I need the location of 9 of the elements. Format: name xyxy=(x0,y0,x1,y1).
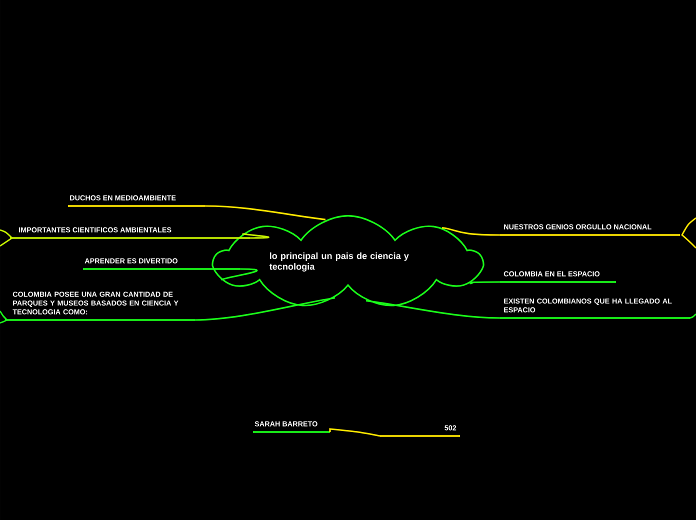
branch-line xyxy=(366,300,500,319)
branch-line xyxy=(442,226,500,236)
branch-line xyxy=(470,281,500,284)
branch-line xyxy=(242,232,269,239)
branch-line xyxy=(205,205,326,220)
central-cloud: lo principal un pais de ciencia y tecnologia xyxy=(212,214,484,306)
branch-line xyxy=(329,428,380,437)
branch-line xyxy=(194,297,336,321)
branch-line xyxy=(220,268,258,281)
